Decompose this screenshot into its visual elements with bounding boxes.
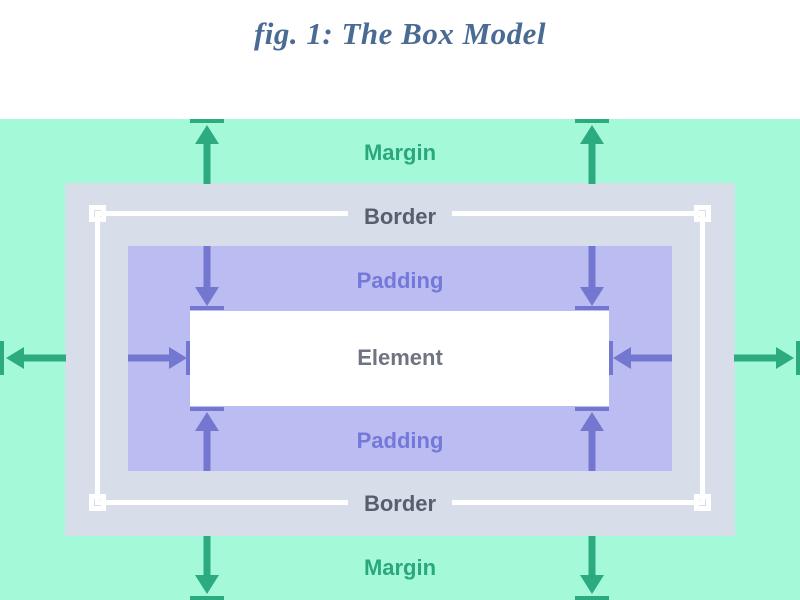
element-label: Element	[357, 345, 443, 370]
padding-label-bottom: Padding	[356, 428, 444, 453]
margin-label-bottom: Margin	[363, 555, 437, 580]
border-label-bottom: Border	[347, 491, 453, 517]
element-content-box	[190, 311, 609, 406]
selection-handle-bottom-right	[694, 494, 711, 511]
margin-label-top: Margin	[363, 140, 437, 165]
figure-title: fig. 1: The Box Model	[253, 16, 547, 51]
selection-handle-top-left	[89, 205, 106, 222]
selection-handle-bottom-left	[89, 494, 106, 511]
padding-label-top: Padding	[356, 268, 444, 293]
border-label-top: Border	[347, 204, 453, 230]
selection-handle-top-right	[694, 205, 711, 222]
